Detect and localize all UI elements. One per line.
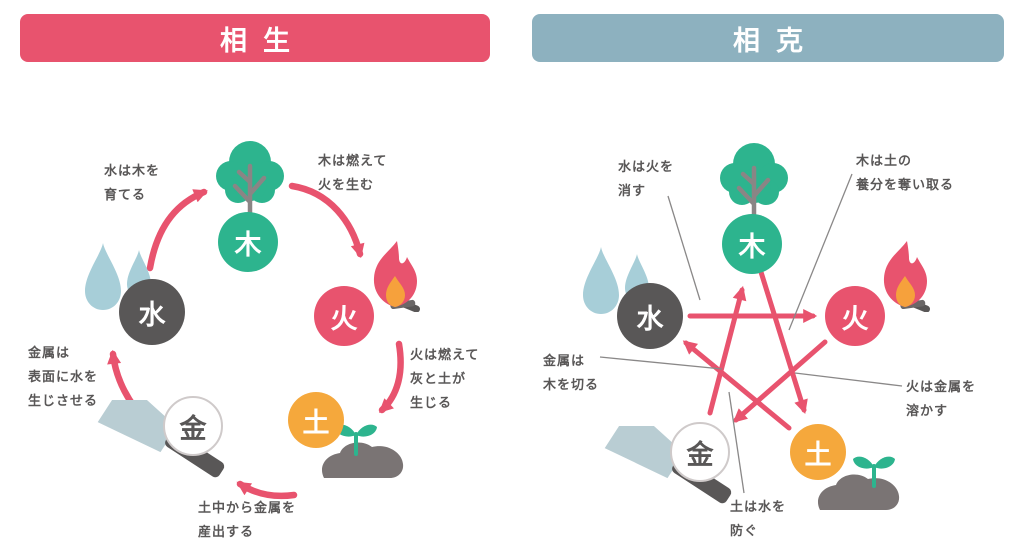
tree-icon: [720, 143, 788, 240]
label-fire-beats-metal: 火は金属を 溶かす: [906, 380, 977, 419]
element-fire-circle: 火: [825, 286, 885, 346]
leader-metal-beats-wood: [599, 356, 723, 370]
element-water-circle: 水: [119, 279, 185, 345]
label-earth-makes-metal: 土中から金属を 産出する: [198, 501, 297, 540]
element-metal-kanji: 金: [686, 439, 714, 471]
element-water-kanji: 水: [138, 299, 166, 331]
element-metal-circle: 金: [163, 396, 223, 456]
label-metal-makes-water: 金属は 表面に水を 生じさせる: [28, 346, 99, 409]
label-wood-beats-earth: 木は土の 養分を奪い取る: [856, 154, 955, 193]
label-wood-makes-fire: 木は燃えて 火を生む: [318, 154, 388, 193]
leader-fire-beats-metal: [794, 372, 903, 387]
element-fire-kanji: 火: [841, 303, 869, 335]
soukoku-header: 相克: [532, 14, 1004, 62]
element-fire-kanji: 火: [330, 303, 358, 335]
leader-earth-beats-water: [728, 391, 745, 494]
label-water-beats-fire: 水は火を 消す: [618, 160, 675, 199]
element-earth-kanji: 土: [804, 439, 832, 471]
element-earth-kanji: 土: [302, 407, 330, 439]
tree-icon: [216, 141, 284, 238]
sousei-header: 相生: [20, 14, 490, 62]
leader-water-beats-fire: [667, 195, 701, 301]
arrow-water-to-wood: [146, 188, 208, 272]
sousei-title: 相生: [220, 25, 306, 57]
element-metal-circle: 金: [670, 422, 730, 482]
soil-mound-icon: [817, 456, 900, 510]
element-fire-circle: 火: [314, 286, 374, 346]
flame-icon: [373, 241, 420, 312]
arrow-metal-beats-wood: [707, 285, 747, 416]
label-fire-makes-earth: 火は燃えて 灰と土が 生じる: [410, 348, 480, 411]
arrow-wood-to-fire: [288, 182, 365, 259]
flame-icon: [883, 241, 930, 312]
arrow-earth-beats-water: [682, 340, 792, 431]
element-wood-kanji: 木: [738, 231, 766, 263]
arrow-earth-to-metal: [236, 480, 298, 500]
element-earth-circle: 土: [288, 392, 344, 448]
label-earth-beats-water: 土は水を 防ぐ: [730, 500, 787, 539]
element-wood-circle: 木: [218, 212, 278, 272]
arrow-wood-beats-earth: [758, 269, 808, 415]
soukoku-title: 相克: [733, 25, 819, 57]
element-water-kanji: 水: [636, 303, 664, 335]
element-water-circle: 水: [617, 283, 683, 349]
element-wood-kanji: 木: [234, 229, 262, 261]
element-wood-circle: 木: [722, 214, 782, 274]
leader-wood-beats-earth: [788, 173, 853, 331]
label-metal-beats-wood: 金属は 木を切る: [543, 354, 600, 393]
element-metal-kanji: 金: [179, 413, 207, 445]
label-water-grows-wood: 水は木を 育てる: [104, 164, 161, 203]
arrow-fire-beats-metal: [732, 339, 828, 423]
element-earth-circle: 土: [790, 424, 846, 480]
arrow-fire-to-earth: [378, 340, 404, 414]
